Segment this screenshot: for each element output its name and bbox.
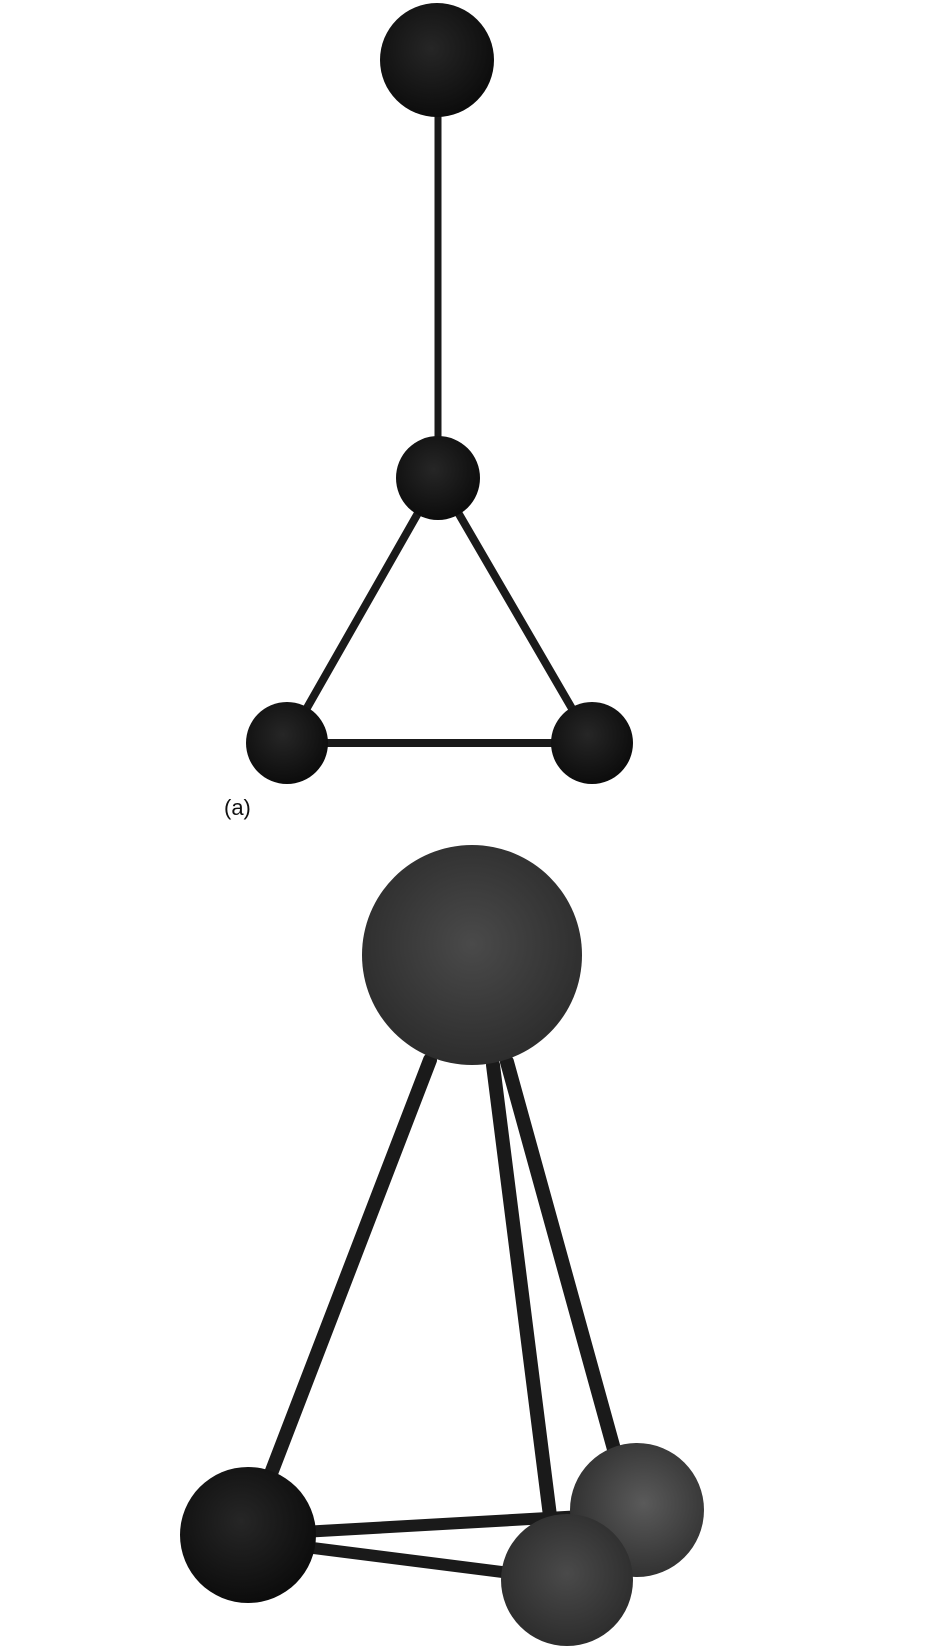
bond-b-top-left [243, 1053, 437, 1535]
atom-b-front [501, 1514, 633, 1646]
atom-a-center [396, 436, 480, 520]
bond-a-center-left [283, 474, 442, 747]
bond-b-top-front [486, 1058, 567, 1602]
atom-a-left [246, 702, 328, 784]
atom-b-left [180, 1467, 316, 1603]
panel-a-label: (a) [224, 795, 251, 820]
atom-b-top [362, 845, 582, 1065]
atom-a-top [380, 3, 494, 117]
bond-a-center-right [434, 474, 596, 747]
panel-b-molecule [180, 845, 704, 1646]
bond-b-top-back [500, 1055, 635, 1507]
panel-a-molecule [246, 3, 633, 784]
atom-a-right [551, 702, 633, 784]
